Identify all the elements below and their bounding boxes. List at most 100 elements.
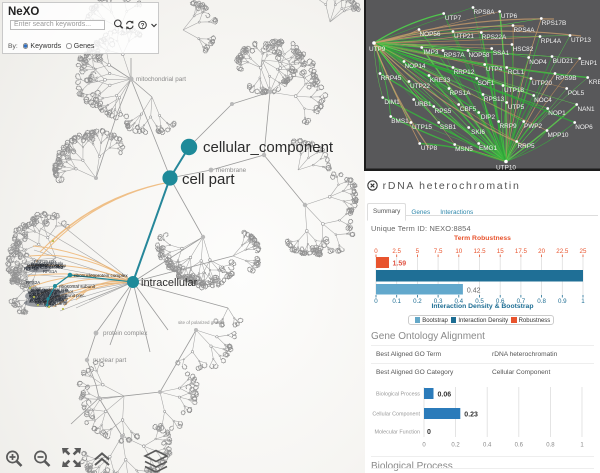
svg-text:RRP9: RRP9 [499, 123, 516, 130]
svg-text:EMG1: EMG1 [479, 145, 498, 152]
svg-text:UTP15: UTP15 [412, 124, 432, 131]
svg-text:ribonucleoprot. gran.: ribonucleoprot. gran. [29, 299, 68, 304]
svg-text:RPS22A: RPS22A [482, 34, 507, 41]
svg-text:UTP20: UTP20 [532, 80, 552, 87]
svg-text:Biological Process: Biological Process [376, 392, 420, 398]
svg-text:0.42: 0.42 [467, 288, 481, 295]
svg-text:SKI6: SKI6 [471, 129, 485, 136]
svg-text:22.5: 22.5 [556, 248, 569, 255]
svg-text:0: 0 [422, 443, 426, 449]
svg-text:ribosome assembly: ribosome assembly [31, 296, 69, 301]
svg-text:subunit precursor: subunit precursor [40, 289, 74, 294]
svg-text:URB1: URB1 [414, 101, 431, 108]
svg-text:RPS1A: RPS1A [43, 269, 57, 274]
svg-text:RPS8A: RPS8A [474, 9, 496, 16]
svg-text:0.2: 0.2 [451, 443, 460, 449]
svg-text:small-subunit proc.: small-subunit proc. [32, 295, 68, 300]
svg-text:RPS9B: RPS9B [556, 75, 577, 82]
svg-text:0: 0 [374, 248, 378, 255]
svg-text:KRE33: KRE33 [430, 77, 451, 84]
svg-text:RRP45: RRP45 [381, 75, 402, 82]
svg-text:POL5: POL5 [568, 90, 585, 97]
svg-text:membrane: membrane [216, 167, 247, 174]
svg-text:RPS4A: RPS4A [514, 27, 536, 34]
svg-text:SOF1: SOF1 [478, 80, 495, 87]
svg-text:ssu processome: ssu processome [36, 301, 68, 306]
svg-text:10: 10 [455, 248, 462, 255]
svg-text:7.5: 7.5 [434, 248, 443, 255]
svg-text:RPL4A: RPL4A [541, 38, 562, 45]
svg-text:preribosome: preribosome [33, 291, 57, 296]
svg-text:1.59: 1.59 [393, 261, 407, 268]
svg-text:UTP21: UTP21 [454, 33, 474, 40]
svg-text:0.8: 0.8 [537, 298, 546, 305]
svg-text:0.6: 0.6 [496, 298, 505, 305]
svg-text:cellular_component: cellular_component [203, 139, 334, 156]
svg-text:snoRNP assembly: snoRNP assembly [28, 264, 64, 269]
svg-text:snoRNP complex: snoRNP complex [33, 263, 67, 268]
svg-text:BUD21: BUD21 [553, 58, 574, 65]
svg-text:protein complex: protein complex [103, 330, 148, 337]
svg-text:RRP5 cplx: RRP5 cplx [35, 300, 56, 305]
svg-text:HSC82: HSC82 [513, 46, 534, 53]
svg-text:preribosome lsu: preribosome lsu [29, 292, 60, 297]
svg-text:processing body: processing body [27, 262, 59, 267]
svg-text:0.1: 0.1 [392, 298, 401, 305]
svg-text:MSN5: MSN5 [455, 146, 473, 153]
svg-text:mitochondrial part: mitochondrial part [136, 76, 186, 83]
svg-text:ribonucleoprotein complex: ribonucleoprotein complex [74, 273, 128, 278]
svg-text:BMS1: BMS1 [391, 118, 409, 125]
svg-text:intracellular: intracellular [141, 277, 198, 289]
svg-text:UTP6: UTP6 [501, 13, 518, 20]
svg-text:90S preribosome: 90S preribosome [28, 290, 61, 295]
svg-text:UTP9: UTP9 [369, 46, 386, 53]
svg-text:25: 25 [580, 248, 587, 255]
svg-text:small nucleolar cplx: small nucleolar cplx [31, 287, 69, 292]
svg-text:PWP2: PWP2 [524, 123, 543, 130]
svg-text:0: 0 [374, 298, 378, 305]
svg-text:NOP56: NOP56 [420, 31, 441, 38]
svg-text:RPS1A: RPS1A [450, 90, 472, 97]
svg-text:1: 1 [581, 298, 585, 305]
svg-text:1: 1 [580, 443, 584, 449]
svg-text:15: 15 [497, 248, 504, 255]
svg-text:nuclear part: nuclear part [93, 357, 127, 364]
svg-text:NOC4: NOC4 [534, 97, 552, 104]
svg-text:RRP12: RRP12 [24, 266, 38, 271]
svg-text:0.2: 0.2 [413, 298, 422, 305]
svg-text:0.23: 0.23 [464, 412, 478, 419]
svg-text:site of polarized growth: site of polarized growth [178, 320, 225, 325]
svg-text:RPS5: RPS5 [435, 108, 452, 115]
svg-text:NOP58: NOP58 [469, 52, 490, 59]
svg-text:12.5: 12.5 [473, 248, 486, 255]
svg-text:DIM1: DIM1 [384, 99, 400, 106]
svg-text:90S processome: 90S processome [29, 294, 62, 299]
svg-text:RPS2A: RPS2A [26, 280, 40, 285]
svg-text:5: 5 [416, 248, 420, 255]
svg-text:RPS17B: RPS17B [542, 20, 567, 27]
svg-text:RPS7A: RPS7A [444, 52, 466, 59]
svg-text:UTP7: UTP7 [445, 15, 462, 22]
svg-text:UTP4: UTP4 [486, 66, 503, 73]
svg-text:RRP12: RRP12 [454, 69, 475, 76]
svg-text:NOP14: NOP14 [405, 63, 426, 70]
svg-text:small ribosomal sub.: small ribosomal sub. [30, 288, 69, 293]
svg-text:0.9: 0.9 [558, 298, 567, 305]
svg-text:UTP5: UTP5 [508, 104, 525, 111]
svg-text:UTP13: UTP13 [571, 37, 591, 44]
svg-text:Cellular Component: Cellular Component [372, 412, 420, 418]
svg-text:Molecular Function: Molecular Function [374, 430, 420, 436]
svg-text:0.6: 0.6 [515, 443, 524, 449]
svg-text:DIP2: DIP2 [481, 114, 496, 121]
svg-text:0.8: 0.8 [546, 443, 555, 449]
svg-text:UTP10: UTP10 [496, 165, 516, 172]
svg-text:IMP3: IMP3 [424, 49, 439, 56]
svg-text:SSB1: SSB1 [440, 124, 457, 131]
svg-text:0.4: 0.4 [454, 298, 463, 305]
svg-text:RCL1: RCL1 [508, 69, 525, 76]
svg-text:ribosomal small subunit prec.: ribosomal small subunit prec. [30, 293, 86, 298]
svg-text:CBF5: CBF5 [460, 106, 477, 113]
svg-text:0.5: 0.5 [475, 298, 484, 305]
svg-text:0.4: 0.4 [483, 443, 492, 449]
svg-text:RRP5: RRP5 [517, 143, 534, 150]
